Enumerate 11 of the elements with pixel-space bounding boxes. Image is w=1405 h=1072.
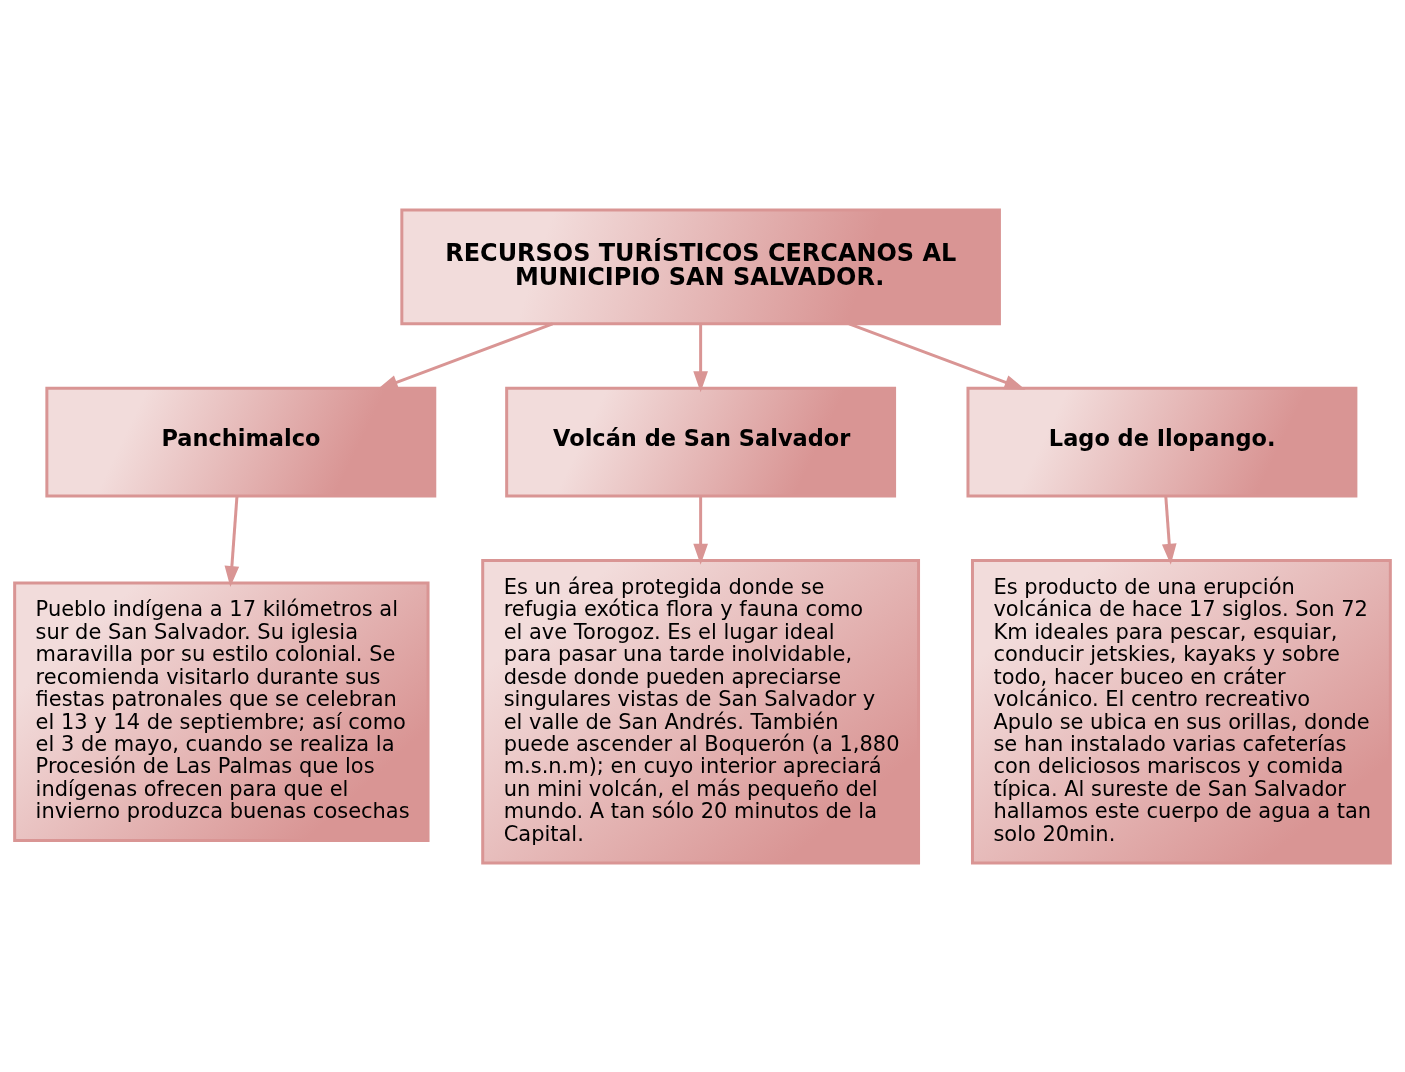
arrow xyxy=(693,495,708,565)
node-box: Es producto de una erupción volcánica de hace 17 siglos. Son 72 Km ideales para pescar, esquiar, conducir jetskies, kayaks y sobre todo, hacer buceo en cráter volcánico. El centro recreativo Apulo se ubica en sus orillas, donde se han instalado varias cafeterías con deliciosos mariscos y comida típica. Al sureste de San Salvador hallamos este cuerpo de agua a tan solo 20min. xyxy=(970,558,1392,864)
node-box: Volcán de San Salvador xyxy=(505,386,897,498)
node-box: Pueblo indígena a 17 kilómetros al sur de San Salvador. Su iglesia maravilla por su estilo colonial. Se recomienda visitarlo durante sus fiestas patronales que se celebran el 13 y 14 de septiembre; así como el 3 de mayo, cuando se realiza la Procesión de Las Palmas que los indígenas ofrecen para que el invierno produzca buenas cosechas xyxy=(13,580,430,842)
node-box: Panchimalco xyxy=(45,386,437,498)
arrow xyxy=(1161,495,1177,565)
arrow xyxy=(224,495,240,587)
node-box: Lago de Ilopango. xyxy=(966,386,1358,498)
node-box: RECURSOS TURÍSTICOS CERCANOS AL MUNICIPIO SAN SALVADOR. xyxy=(400,208,1001,325)
arrow xyxy=(693,323,708,392)
node-box: Es un área protegida donde se refugia exótica flora y fauna como el ave Torogoz. Es el lugar ideal para pasar una tarde inolvidable, desde donde pueden apreciarse singulares vistas de San Salvador y el valle de San Andrés. También puede ascender al Boquerón (a 1,880 m.s.n.m); en cuyo interior apreciará un mini volcán, el más pequeño del mundo. A tan sólo 20 minutos de la Capital. xyxy=(481,558,921,864)
